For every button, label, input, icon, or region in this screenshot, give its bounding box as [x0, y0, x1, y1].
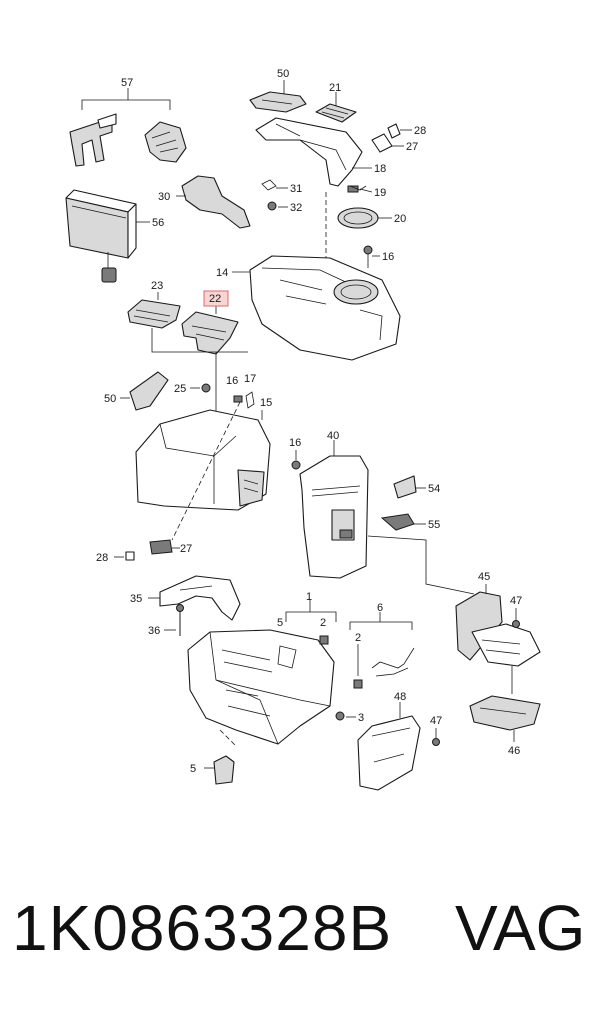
callout-2: 2 [320, 617, 326, 629]
callout-22: 22 [209, 293, 221, 305]
upper-console-group [249, 80, 412, 193]
callout-17: 17 [244, 373, 256, 385]
callout-35: 35 [130, 593, 142, 605]
part-48-holder [357, 702, 440, 791]
callout-25: 25 [174, 383, 186, 395]
callout-54: 54 [428, 483, 440, 495]
parts-23-22-mats [127, 292, 248, 420]
callout-1: 1 [306, 591, 312, 603]
rear-console-housing [114, 401, 301, 561]
callout-20: 20 [394, 213, 406, 225]
callout-46: 46 [508, 745, 520, 757]
callout-28: 28 [414, 125, 426, 137]
callout-3: 3 [358, 712, 364, 724]
part-35-bracket [148, 575, 241, 636]
callout-40: 40 [327, 430, 339, 442]
exploded-parts-diagram: 57 50 21 28 27 18 30 31 32 19 20 56 16 1… [65, 68, 541, 791]
part-45-rear-tray [455, 584, 541, 742]
callout-labels: 57 50 21 28 27 18 30 31 32 19 20 56 16 1… [96, 68, 522, 775]
part-14-center-console [232, 192, 401, 361]
part-57-brackets [69, 88, 187, 167]
callout-27: 27 [406, 141, 418, 153]
callout-14: 14 [216, 267, 228, 279]
callout-31: 31 [290, 183, 302, 195]
callout-19: 19 [374, 187, 386, 199]
callout-21: 21 [329, 82, 341, 94]
part-number: 1K0863328B [12, 892, 393, 964]
trim-and-fastener-group [176, 175, 392, 268]
part-56-storage-box [65, 189, 150, 283]
callout-2-right: 2 [355, 632, 361, 644]
callout-32: 32 [290, 202, 302, 214]
callout-45: 45 [478, 571, 490, 583]
callout-55: 55 [428, 519, 440, 531]
diagram-canvas: 57 50 21 28 27 18 30 31 32 19 20 56 16 1… [65, 68, 541, 791]
callout-30: 30 [158, 191, 170, 203]
part-6-clip [349, 612, 415, 689]
callout-5: 5 [277, 617, 283, 629]
base-frame [187, 600, 356, 785]
callout-15: 15 [260, 397, 272, 409]
callout-6: 6 [377, 602, 383, 614]
part-40-rear-panel [299, 440, 475, 595]
callout-57: 57 [121, 77, 133, 89]
callout-50: 50 [277, 68, 289, 80]
part-info-footer: 1K0863328B VAG [0, 880, 600, 1000]
callout-5-lower: 5 [190, 763, 196, 775]
brand-name: VAG [455, 892, 586, 964]
callout-16: 16 [382, 251, 394, 263]
callout-47: 47 [510, 595, 522, 607]
callout-16-right: 16 [289, 437, 301, 449]
callout-22-highlight [203, 290, 229, 307]
callout-18: 18 [374, 163, 386, 175]
callout-28-lower: 28 [96, 552, 108, 564]
callout-27-lower: 27 [180, 543, 192, 555]
rear-bracket-group [120, 371, 263, 420]
callout-47-lower: 47 [430, 715, 442, 727]
callout-16-lower: 16 [226, 375, 238, 387]
callout-56: 56 [152, 217, 164, 229]
callout-23: 23 [151, 280, 163, 292]
callout-48: 48 [394, 691, 406, 703]
callout-36: 36 [148, 625, 160, 637]
callout-50-lower: 50 [104, 393, 116, 405]
